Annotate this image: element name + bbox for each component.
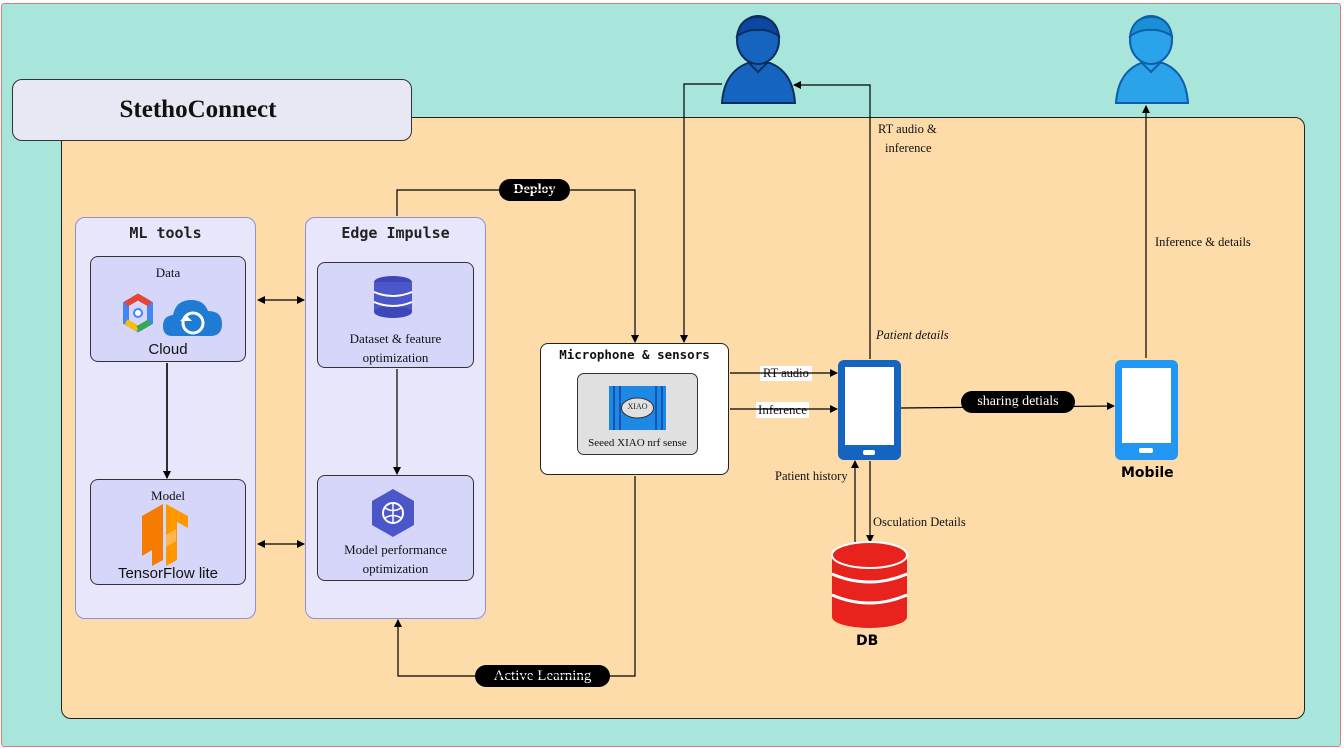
dataset-line2: optimization bbox=[362, 350, 429, 365]
edge-impulse-title: Edge Impulse bbox=[341, 224, 450, 242]
rt-audio-inference-line2: inference bbox=[885, 141, 932, 155]
xiao-device-caption: Seeed XIAO nrf sense bbox=[588, 437, 687, 449]
osculation-details-label: Osculation Details bbox=[873, 515, 966, 529]
inference-details-label: Inference & details bbox=[1155, 235, 1251, 249]
model-perf-line1: Model performance bbox=[344, 542, 447, 557]
google-cloud-icon bbox=[123, 293, 153, 333]
data-box-title: Data bbox=[155, 265, 181, 280]
model-box-title: Model bbox=[151, 488, 185, 503]
cloud-caption: Cloud bbox=[148, 341, 188, 358]
patient-history-label: Patient history bbox=[775, 469, 848, 483]
rt-audio-inference-line1: RT audio & bbox=[878, 122, 937, 136]
database-icon bbox=[831, 541, 908, 628]
model-perf-line2: optimization bbox=[362, 561, 429, 576]
tensorflow-icon bbox=[142, 504, 188, 566]
dataset-database-icon bbox=[373, 276, 413, 318]
rt-audio-inference-arrow bbox=[793, 81, 871, 359]
diagram-title: StethoConnect bbox=[119, 96, 277, 123]
title-box: StethoConnect bbox=[12, 79, 412, 141]
tablet-icon bbox=[838, 360, 901, 460]
patient-icon bbox=[1114, 15, 1190, 104]
data-box: Data Cloud bbox=[90, 256, 246, 362]
ai-brain-icon bbox=[372, 489, 414, 537]
microphone-title: Microphone & sensors bbox=[559, 347, 710, 362]
sharing-arrow bbox=[900, 402, 1115, 411]
xiao-chip-icon bbox=[609, 386, 666, 430]
doctor-icon bbox=[720, 15, 797, 104]
deploy-arrow bbox=[396, 189, 639, 343]
mobile-label: Mobile bbox=[1121, 465, 1174, 481]
patient-details-label: Patient details bbox=[876, 328, 949, 342]
dataset-line1: Dataset & feature bbox=[349, 331, 442, 346]
db-label: DB bbox=[856, 633, 879, 649]
ml-tools-title: ML tools bbox=[129, 224, 202, 242]
cloud-sync-icon bbox=[163, 300, 222, 336]
tensorflow-caption: TensorFlow lite bbox=[117, 565, 219, 582]
doctor-to-microphone-arrow bbox=[680, 83, 722, 343]
mobile-phone-icon bbox=[1115, 360, 1178, 460]
active-learning-arrow bbox=[394, 476, 636, 677]
xiao-chip-label: XIAO bbox=[627, 402, 648, 411]
